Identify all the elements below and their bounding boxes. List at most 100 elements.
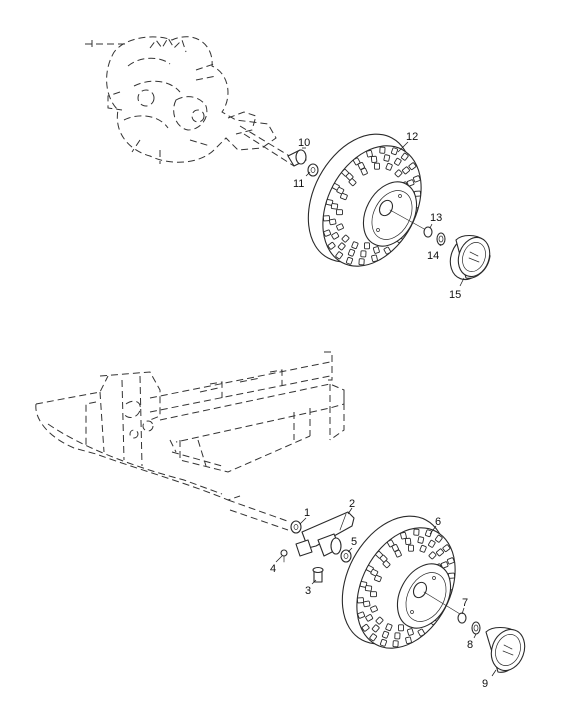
- tread-block: [335, 251, 344, 260]
- tread-block: [370, 155, 378, 164]
- tread-block: [337, 242, 346, 251]
- rear-wheel-12: [307, 133, 427, 267]
- tread-block: [405, 636, 412, 645]
- callout-6: 6: [435, 516, 441, 528]
- tread-block: [328, 218, 337, 226]
- tread-block: [385, 162, 393, 171]
- tread-block: [325, 199, 334, 206]
- callout-13: 13: [430, 212, 442, 224]
- tread-block: [440, 561, 449, 569]
- tread-block: [364, 242, 370, 250]
- tread-block: [379, 638, 388, 647]
- tread-block: [434, 534, 443, 543]
- tread-block: [360, 167, 368, 176]
- tread-block: [424, 529, 433, 538]
- callout-14: 14: [427, 250, 439, 262]
- hub-cap-9: [485, 626, 526, 673]
- bushing-10: [287, 149, 307, 167]
- callout-11: 11: [293, 178, 304, 190]
- tread-block: [348, 178, 357, 187]
- tread-block: [394, 169, 403, 178]
- tread-block: [336, 209, 343, 216]
- callout-7: 7: [462, 597, 468, 609]
- tread-block: [341, 234, 350, 243]
- spindle-2: [295, 511, 355, 557]
- tread-block: [394, 632, 401, 640]
- tread-block: [347, 248, 356, 257]
- tread-block: [400, 531, 407, 540]
- tread-block: [364, 585, 373, 592]
- tread-block: [371, 254, 378, 263]
- tread-block: [345, 256, 354, 265]
- tread-block: [383, 246, 392, 255]
- callout-2: 2: [349, 498, 355, 510]
- tread-block: [356, 597, 365, 604]
- tread-block: [419, 544, 427, 553]
- tread-block: [370, 605, 378, 613]
- tread-block: [404, 537, 412, 546]
- tread-block: [412, 175, 421, 183]
- callout-15: 15: [449, 289, 461, 301]
- transaxle: [85, 36, 297, 167]
- tread-block: [390, 147, 399, 156]
- tread-block: [428, 551, 437, 560]
- tread-block: [371, 624, 380, 633]
- tread-block: [357, 611, 366, 619]
- tread-pattern: [356, 528, 456, 648]
- front-wheel-6: [341, 515, 461, 649]
- tread-block: [417, 536, 425, 544]
- tread-block: [413, 528, 420, 536]
- tread-block: [408, 162, 417, 171]
- tread-block: [323, 229, 332, 237]
- tread-block: [428, 539, 436, 548]
- tread-block: [340, 192, 348, 201]
- tread-block: [336, 186, 345, 195]
- tread-block: [406, 179, 415, 187]
- tread-block: [383, 154, 391, 162]
- ring-8: [471, 621, 481, 635]
- tread-block: [379, 146, 386, 154]
- tread-block: [374, 574, 382, 583]
- washer-5: [340, 549, 352, 563]
- tread-block: [370, 568, 379, 577]
- tread-block: [406, 628, 414, 636]
- tread-block: [398, 624, 404, 632]
- leader-lines: [275, 141, 497, 677]
- callout-4: 4: [270, 563, 276, 575]
- tread-block: [331, 232, 340, 240]
- tread-block: [327, 241, 336, 250]
- ring-14: [436, 232, 446, 246]
- tread-block: [394, 549, 402, 558]
- washer-7: [457, 612, 467, 624]
- tread-block: [381, 630, 390, 639]
- tread-block: [375, 616, 384, 625]
- tread-block: [362, 600, 371, 608]
- tread-block: [400, 152, 409, 161]
- callout-8: 8: [467, 639, 473, 651]
- tread-block: [408, 544, 414, 552]
- tread-block: [442, 544, 451, 553]
- tread-block: [360, 250, 367, 258]
- tread-block: [394, 157, 402, 166]
- tread-block: [351, 241, 359, 250]
- callout-1: 1: [304, 507, 310, 519]
- tread-block: [361, 623, 370, 632]
- tread-block: [436, 548, 444, 557]
- washer-1: [290, 520, 302, 534]
- tread-block: [330, 203, 339, 210]
- hub-cap-15: [449, 234, 491, 281]
- tread-block: [336, 223, 344, 231]
- tread-block: [402, 166, 410, 175]
- fitting-4: [280, 549, 288, 563]
- tread-block: [392, 640, 399, 648]
- tread-block: [382, 560, 391, 569]
- callout-9: 9: [482, 678, 488, 690]
- callout-12: 12: [406, 131, 418, 143]
- rear-axle-assembly: [85, 36, 491, 281]
- callout-5: 5: [351, 536, 357, 548]
- tread-block: [417, 628, 426, 637]
- washer-11: [307, 163, 319, 177]
- tread-block: [322, 215, 331, 222]
- callout-3: 3: [305, 585, 311, 597]
